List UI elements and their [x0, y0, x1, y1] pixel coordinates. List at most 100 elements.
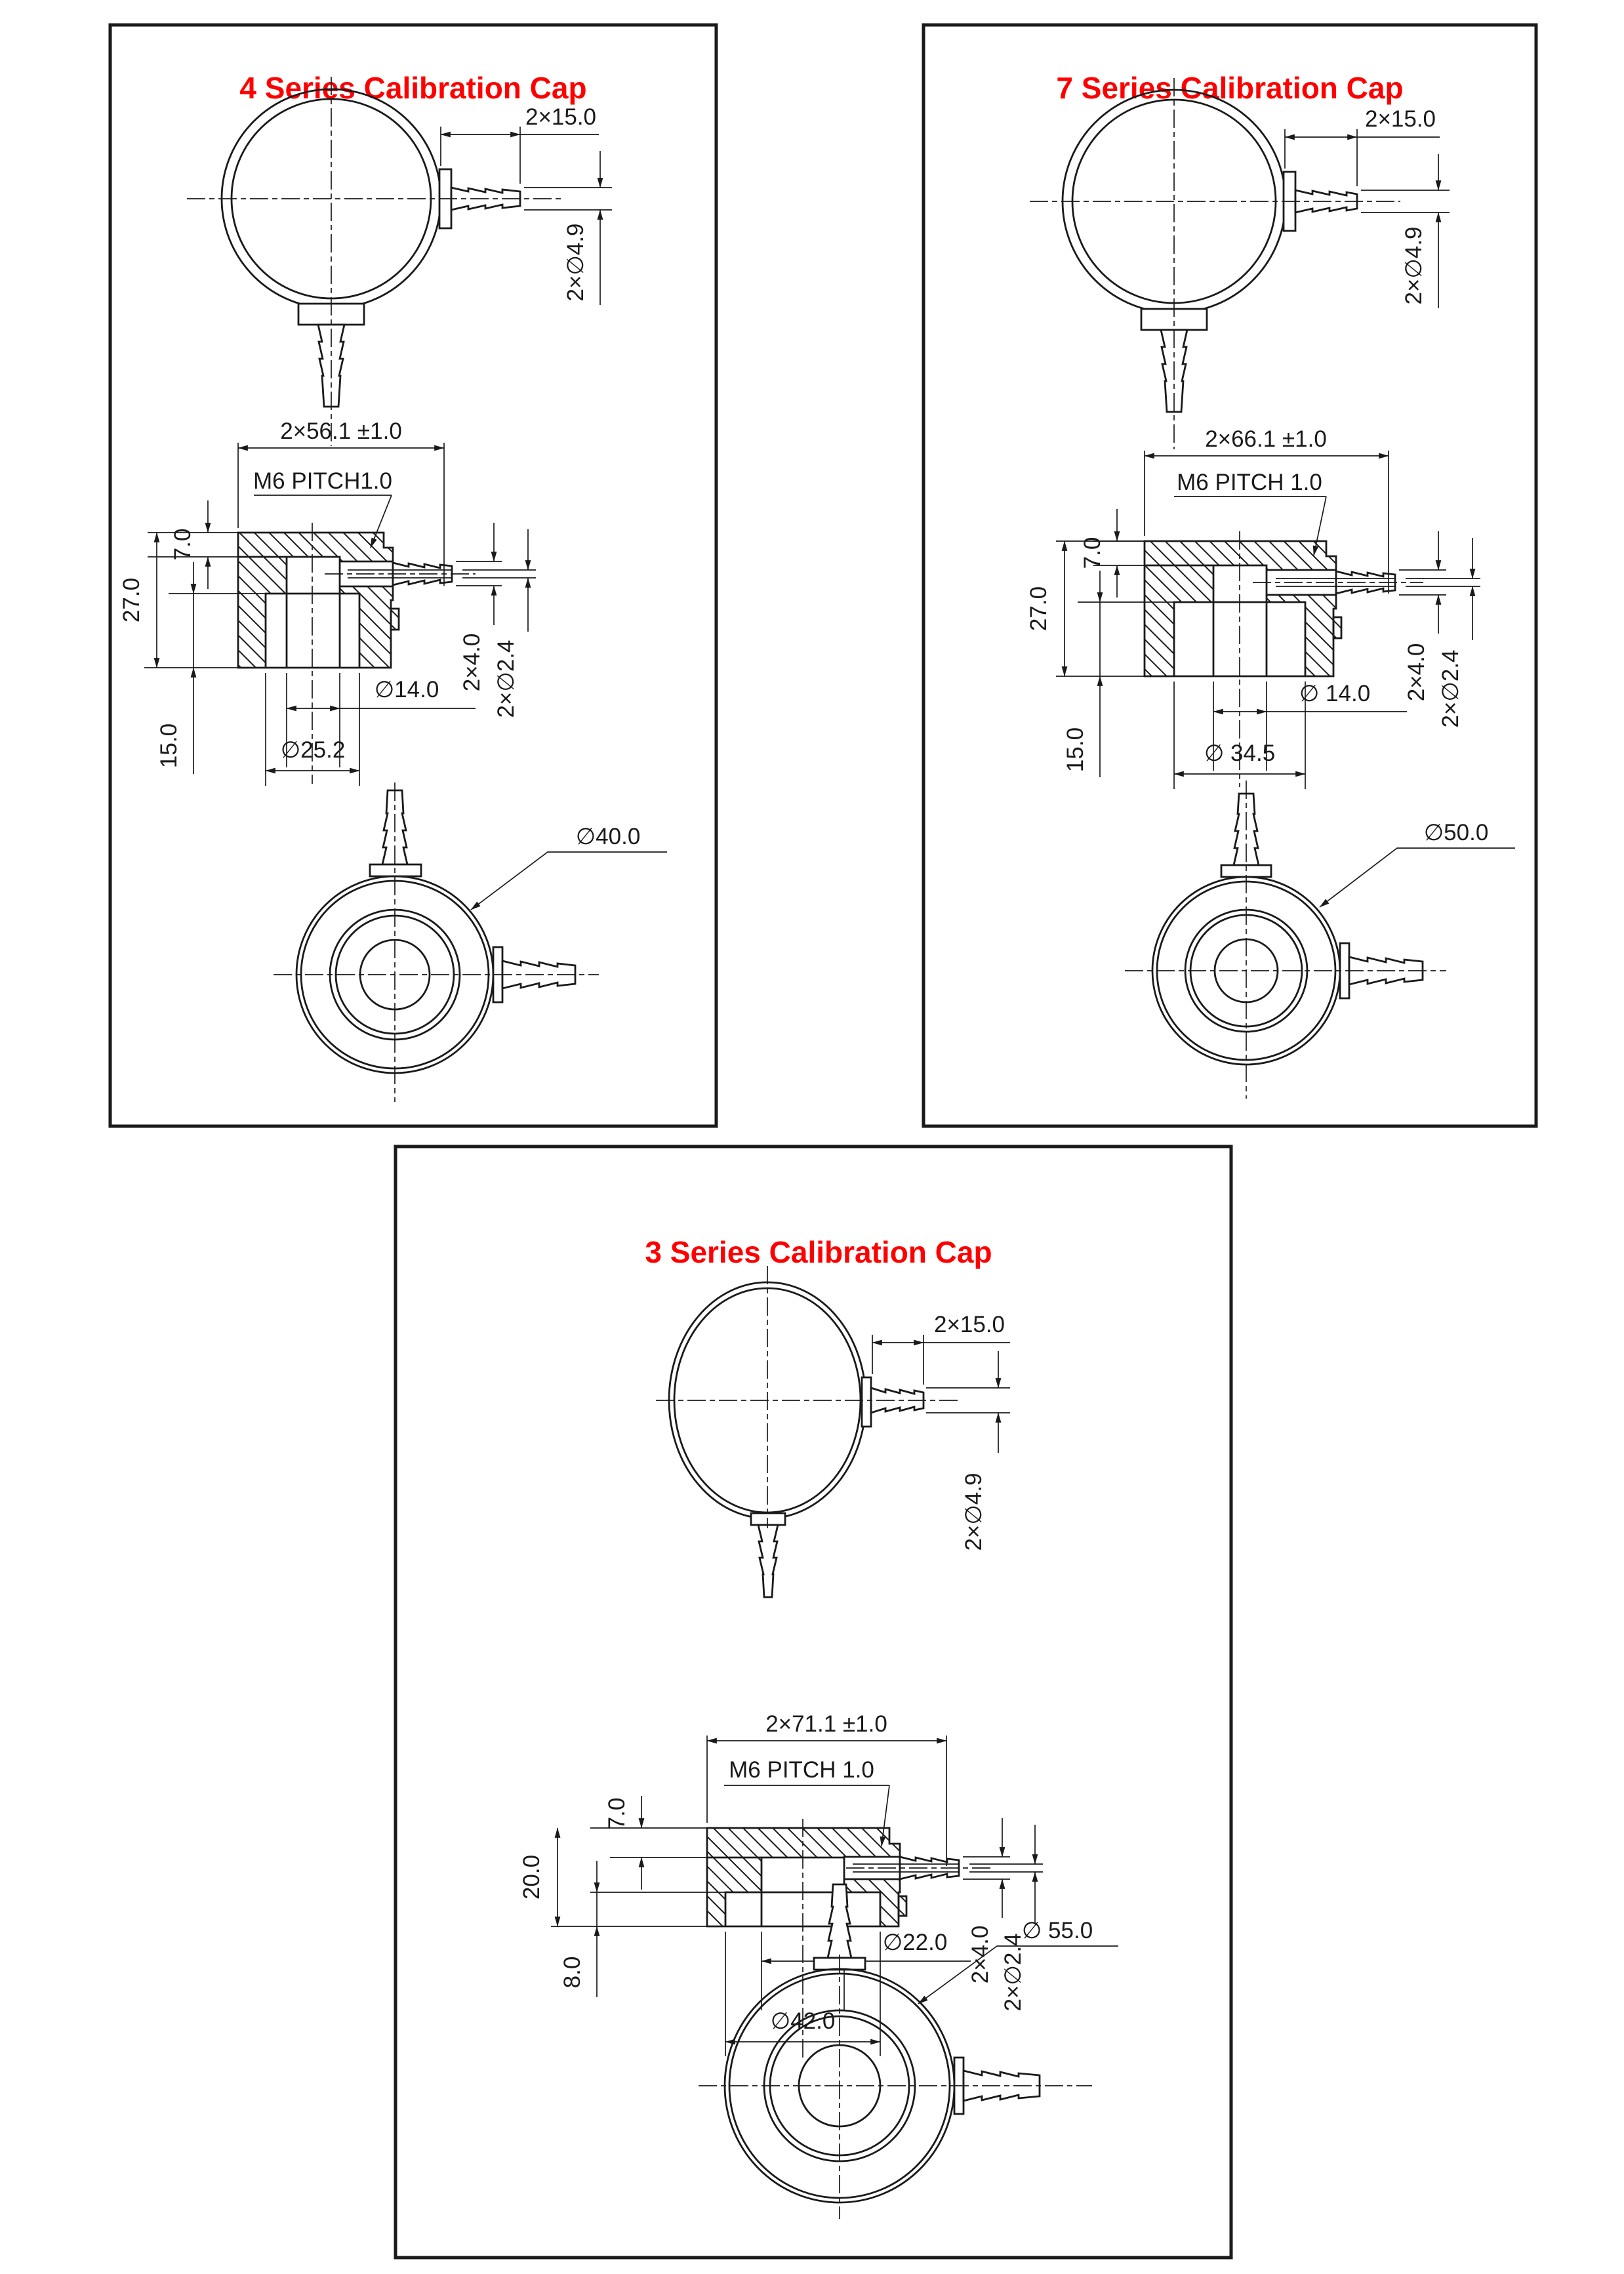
port-length-label: 2×15.0 [525, 104, 596, 130]
panel-border [394, 1145, 1233, 2260]
dim-bore-diameter: ∅ 14.0 [1212, 602, 1407, 771]
dim-skirt-depth: 15.0 [156, 562, 266, 774]
section-view: 2×56.1 ±1.0 M6 PITCH1.0 7.0 27.0 15.0 [119, 418, 536, 786]
cap-section-body [237, 531, 394, 669]
thread-label: M6 PITCH1.0 [253, 468, 392, 494]
top-view: 2×15.0 2×∅4.9 [656, 1266, 1010, 1598]
dim-overall-width: 2×56.1 ±1.0 [237, 418, 445, 586]
dim-port-bore: 2×∅2.4 [1406, 538, 1480, 728]
dim-skirt-inner-diameter: ∅ 34.5 [1173, 681, 1306, 789]
overall-width-label: 2×66.1 ±1.0 [1205, 426, 1327, 452]
side-port-flange [861, 1376, 872, 1428]
overall-width-label: 2×56.1 ±1.0 [280, 418, 402, 444]
thread-callout: M6 PITCH1.0 [253, 468, 392, 548]
dim-skirt-depth: 8.0 [559, 1861, 725, 1997]
top-thickness-label: 7.0 [170, 529, 195, 561]
panel-title: 7 Series Calibration Cap [1056, 71, 1403, 105]
dim-port-diameter: 2×∅4.9 [926, 1351, 1010, 1551]
dim-port-length: 2×15.0 [440, 104, 599, 184]
dim-overall-height: 27.0 [119, 532, 264, 668]
dim-bore-diameter: ∅22.0 [760, 1892, 971, 2010]
port-bore-label: 2×∅2.4 [1000, 1933, 1026, 2011]
dim-skirt-depth: 15.0 [1063, 571, 1174, 777]
dim-port-length: 2×15.0 [1284, 106, 1440, 186]
dim-overall-height: 20.0 [519, 1827, 725, 1927]
bore-diameter-label: ∅22.0 [883, 1930, 948, 1955]
skirt-inner-diameter-label: ∅25.2 [281, 737, 346, 763]
dim-top-thickness: 7.0 [590, 1796, 707, 1890]
dim-port-diameter: 2×∅4.9 [524, 151, 612, 305]
port-bore-label: 2×∅2.4 [1438, 649, 1463, 727]
bore-diameter-label: ∅ 14.0 [1299, 681, 1370, 706]
bottom-port-barb [757, 1524, 779, 1598]
section-port-barb [899, 1856, 960, 1880]
thread-callout: M6 PITCH 1.0 [724, 1757, 890, 1847]
dim-skirt-inner-diameter: ∅25.2 [265, 673, 360, 786]
section-view: 2×66.1 ±1.0 M6 PITCH 1.0 7.0 27.0 15.0 [1026, 426, 1480, 789]
side-step [1332, 616, 1343, 640]
outer-diameter-label: ∅ 55.0 [1022, 1918, 1093, 1943]
cap-section-body [706, 1827, 901, 1928]
dim-port-diameter: 2×∅4.9 [1361, 154, 1450, 308]
panel-3-series: 3 Series Calibration Cap 2×15.0 2×∅4.9 [394, 1145, 1233, 2260]
dim-overall-width: 2×66.1 ±1.0 [1144, 426, 1389, 594]
port-length-label: 2×15.0 [1365, 106, 1436, 132]
top-thickness-label: 7.0 [1080, 537, 1105, 569]
leader-outer-diameter: ∅50.0 [1319, 820, 1515, 908]
overall-height-label: 20.0 [519, 1855, 544, 1899]
dim-port-bore: 2×∅2.4 [462, 529, 536, 718]
panel-4-series-drawing: 4 Series Calibration Cap 2×15.0 2×∅4.9 [108, 23, 718, 1128]
thread-label: M6 PITCH 1.0 [729, 1757, 874, 1783]
dim-overall-width: 2×71.1 ±1.0 [706, 1711, 947, 1866]
leader-outer-diameter: ∅ 55.0 [918, 1918, 1118, 2004]
bottom-view: ∅ 55.0 [699, 1883, 1118, 2219]
bottom-port-flange [750, 1512, 786, 1526]
dim-port-length: 2×15.0 [872, 1312, 1010, 1385]
skirt-depth-label: 8.0 [559, 1957, 585, 1989]
bottom-top-shaft [826, 1883, 853, 1959]
dim-port-base: 2×4.0 [1399, 531, 1446, 701]
panel-4-series: 4 Series Calibration Cap 2×15.0 2×∅4.9 [108, 23, 718, 1128]
dim-bore-diameter: ∅14.0 [285, 594, 476, 767]
side-step [897, 1895, 908, 1917]
port-diameter-label: 2×∅4.9 [961, 1472, 986, 1551]
outer-diameter-label: ∅50.0 [1424, 820, 1489, 845]
dim-port-base: 2×4.0 [963, 1818, 1010, 1983]
port-bore-label: 2×∅2.4 [493, 640, 519, 718]
port-diameter-label: 2×∅4.9 [1401, 226, 1427, 304]
outer-diameter-label: ∅40.0 [576, 824, 641, 849]
skirt-depth-label: 15.0 [1063, 727, 1088, 772]
overall-height-label: 27.0 [119, 578, 144, 622]
bottom-top-flange [369, 863, 422, 878]
panel-title: 3 Series Calibration Cap [645, 1235, 992, 1269]
panel-7-series: 7 Series Calibration Cap 2×15.0 2×∅4.9 [922, 23, 1538, 1128]
thread-callout: M6 PITCH 1.0 [1174, 470, 1327, 556]
dim-port-base: 2×4.0 [456, 523, 502, 691]
bottom-view: ∅40.0 [274, 782, 667, 1102]
side-step [390, 607, 400, 631]
bore-diameter-label: ∅14.0 [375, 677, 439, 702]
panel-7-series-drawing: 7 Series Calibration Cap 2×15.0 2×∅4.9 [922, 23, 1538, 1128]
port-length-label: 2×15.0 [934, 1312, 1005, 1337]
dim-top-thickness: 7.0 [148, 500, 238, 589]
port-base-label: 2×4.0 [967, 1926, 993, 1984]
skirt-depth-label: 15.0 [156, 723, 182, 768]
port-base-label: 2×4.0 [1404, 643, 1429, 702]
leader-outer-diameter: ∅40.0 [470, 824, 667, 910]
panel-border [108, 23, 718, 1128]
dim-overall-height: 27.0 [1026, 540, 1174, 677]
cap-section-body [1143, 540, 1337, 678]
overall-width-label: 2×71.1 ±1.0 [765, 1711, 887, 1737]
top-view: 2×15.0 2×∅4.9 [1030, 78, 1450, 449]
panel-title: 4 Series Calibration Cap [239, 71, 586, 105]
dim-top-thickness: 7.0 [1080, 509, 1145, 598]
skirt-inner-diameter-label: ∅ 34.5 [1204, 741, 1275, 766]
panel-3-series-drawing: 3 Series Calibration Cap 2×15.0 2×∅4.9 [394, 1145, 1233, 2260]
side-port-barb [870, 1387, 925, 1414]
section-view: 2×71.1 ±1.0 M6 PITCH 1.0 7.0 20.0 8.0 [519, 1711, 1043, 2060]
thread-label: M6 PITCH 1.0 [1177, 470, 1322, 495]
bottom-right-barb [962, 2069, 1041, 2102]
port-diameter-label: 2×∅4.9 [563, 223, 588, 301]
top-thickness-label: 7.0 [604, 1798, 630, 1830]
